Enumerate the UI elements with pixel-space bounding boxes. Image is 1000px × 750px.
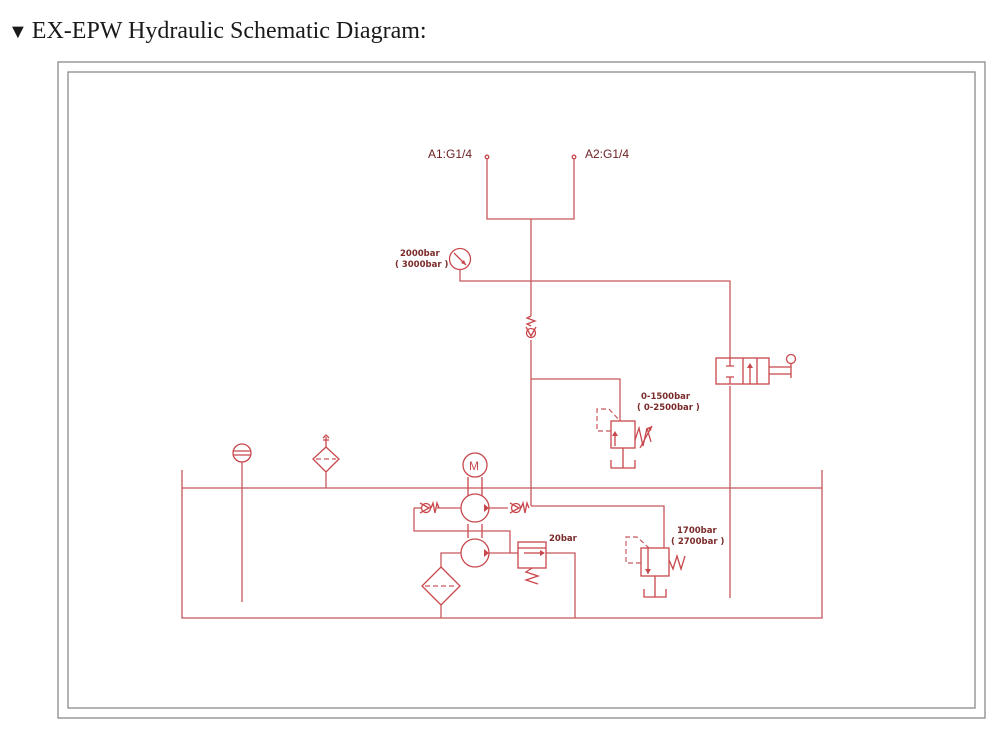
valve-blocked-ports <box>726 358 734 384</box>
lp-relief-label: 20bar <box>549 534 578 544</box>
safety-body <box>640 547 670 577</box>
motor-circle <box>462 452 488 478</box>
tank-outline <box>181 470 823 619</box>
lp-relief-body <box>517 541 547 569</box>
low-pressure-pump <box>460 538 490 568</box>
safety-tank-icon <box>643 576 667 598</box>
port-a2-dot <box>571 154 577 160</box>
electric-motor: M <box>462 452 488 538</box>
safety-label-1: 1700bar <box>677 526 717 536</box>
gauge-label-1: 2000bar <box>400 249 440 259</box>
port-a1-dot <box>484 154 490 160</box>
suction-filter <box>421 566 461 618</box>
drawing-frame <box>57 61 986 719</box>
lp-recirc-line <box>413 508 511 554</box>
motor-label: M <box>469 459 479 473</box>
port-a2: A2:G1/4 <box>571 147 629 161</box>
frame-outer <box>57 61 986 719</box>
low-pressure-relief-valve: 20bar <box>517 534 578 585</box>
relief-arrow-head <box>612 431 618 436</box>
safety-arrowhead <box>645 569 651 574</box>
diagram-heading: ▼EX-EPW Hydraulic Schematic Diagram: <box>8 18 427 45</box>
relief-tank-icon <box>610 448 636 469</box>
lp-suction-line <box>440 552 461 567</box>
check-left-ball <box>420 502 432 514</box>
gauge-to-valve-line <box>459 270 731 358</box>
hp-pump-arrow <box>484 504 489 512</box>
port-manifold-line <box>486 159 575 220</box>
manual-directional-valve <box>715 353 797 385</box>
high-pressure-pump <box>460 493 490 523</box>
port-a1: A1:G1/4 <box>428 147 490 161</box>
check-seat <box>525 326 537 338</box>
valve-knob-icon <box>785 353 797 365</box>
breather-vent-icon <box>322 434 330 447</box>
lp-relief-arrowhead <box>540 550 545 556</box>
heading-title: EX-EPW Hydraulic Schematic Diagram: <box>31 18 427 44</box>
check-valve-left <box>414 500 440 514</box>
lp-relief-return <box>546 552 576 618</box>
check-left-seat <box>419 502 431 514</box>
relief-adjust-arrowhead <box>647 426 652 431</box>
safety-label-2: ( 2700bar ) <box>671 537 724 547</box>
motor-shaft <box>467 477 483 538</box>
gauge-label-2: ( 3000bar ) <box>395 260 448 270</box>
level-gauge-bar <box>233 450 251 456</box>
pressure-gauge: 2000bar ( 3000bar ) <box>395 247 472 271</box>
valve-section-dividers <box>742 358 758 384</box>
oil-tank <box>181 470 823 619</box>
check-valve-right <box>509 500 530 514</box>
relief-label-2: ( 0-2500bar ) <box>637 403 700 413</box>
safety-supply-line <box>531 505 665 548</box>
port-a1-label: A1:G1/4 <box>428 147 472 161</box>
valve-flow-arrowhead <box>747 363 753 368</box>
port-a2-label: A2:G1/4 <box>585 147 629 161</box>
lp-pump-arrow <box>484 549 489 557</box>
level-gauge <box>232 443 252 602</box>
safety-spring-icon <box>668 553 686 572</box>
check-spring-icon <box>525 315 537 327</box>
frame-inner <box>67 71 976 709</box>
check-ball <box>525 327 537 339</box>
safety-pilot-line <box>625 536 650 564</box>
pressure-lines <box>459 159 731 598</box>
check-valve-main <box>525 315 537 339</box>
safety-relief-valve: 1700bar ( 2700bar ) <box>625 526 724 598</box>
breather-filter <box>312 434 340 488</box>
triangle-marker-icon: ▼ <box>8 21 28 43</box>
check-right-spring-icon <box>520 500 530 514</box>
pump-circuit-lines <box>413 507 576 618</box>
lp-relief-spring-icon <box>523 567 541 585</box>
check-right-seat <box>509 502 521 514</box>
relief-supply-line <box>531 378 621 421</box>
gauge-circle <box>448 247 472 271</box>
gauge-arrowhead <box>461 260 466 265</box>
relief-label-1: 0-1500bar <box>641 392 691 402</box>
level-gauge-circle <box>232 443 252 463</box>
valve-lever-icon <box>769 364 792 378</box>
check-right-ball <box>510 502 522 514</box>
adjustable-relief-valve: 0-1500bar ( 0-2500bar ) <box>596 392 700 469</box>
relief-pilot-line <box>596 408 621 432</box>
check-left-spring-icon <box>430 500 440 514</box>
